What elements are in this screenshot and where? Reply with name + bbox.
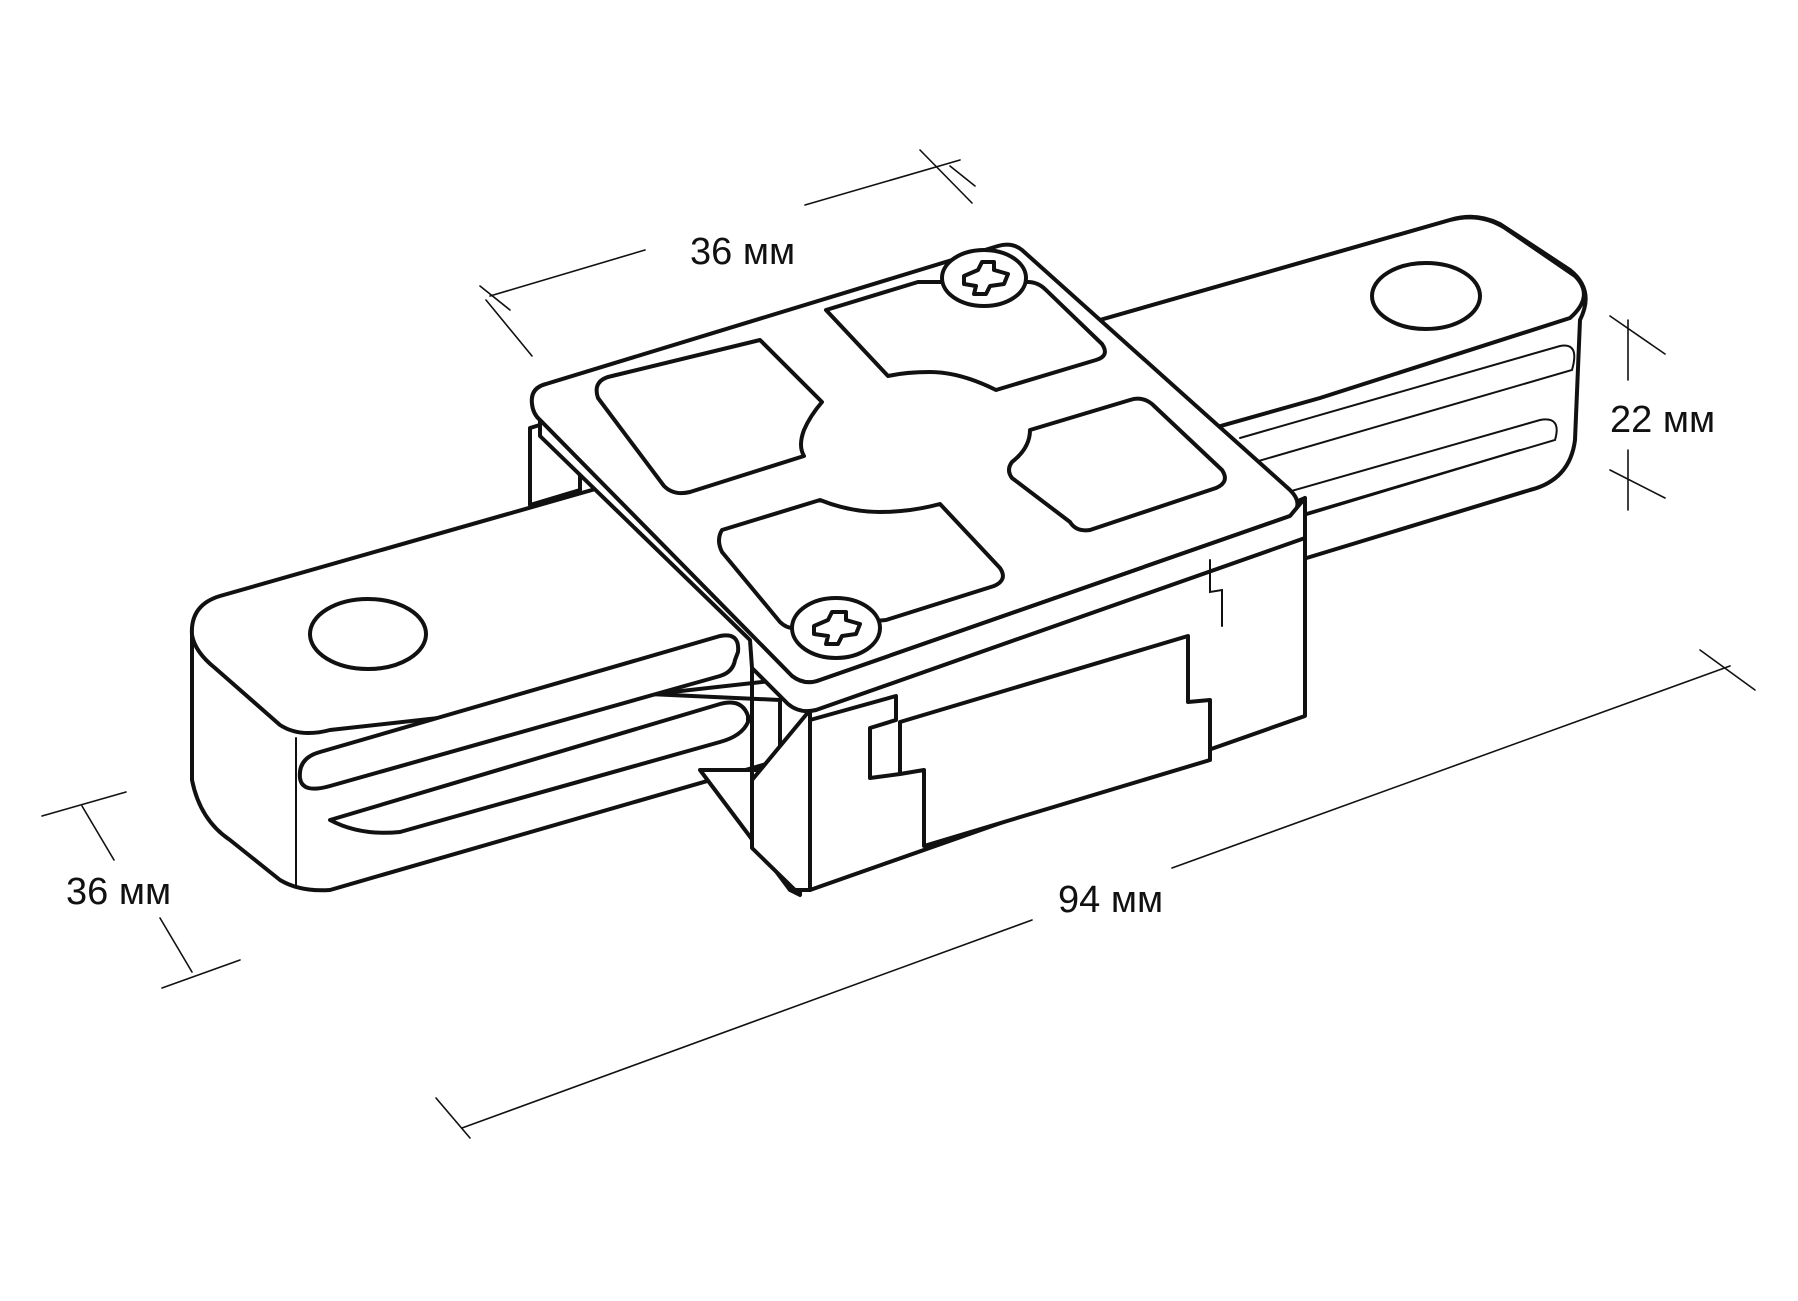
- label-length: 94 мм: [1058, 879, 1163, 921]
- screw-top: [940, 248, 1028, 308]
- mounting-hole-right: [1370, 261, 1482, 331]
- pad-top-right: [824, 280, 1107, 392]
- center-housing: [528, 242, 1307, 892]
- pad-bottom-right: [1007, 396, 1227, 533]
- dimension-length: 94 мм: [435, 649, 1756, 1139]
- label-left-width: 36 мм: [66, 871, 171, 913]
- pad-bottom-left: [717, 498, 1005, 631]
- housing-window: [898, 634, 1212, 848]
- label-height: 22 мм: [1610, 399, 1715, 441]
- pad-top-left: [594, 338, 824, 496]
- screw-bottom: [790, 596, 882, 660]
- dimension-left-width: 36 мм: [41, 791, 241, 989]
- dimension-top-width: 36 мм: [479, 149, 976, 357]
- label-top-width: 36 мм: [690, 231, 795, 273]
- mounting-hole-left: [308, 597, 428, 671]
- dimension-height: 22 мм: [1609, 315, 1715, 511]
